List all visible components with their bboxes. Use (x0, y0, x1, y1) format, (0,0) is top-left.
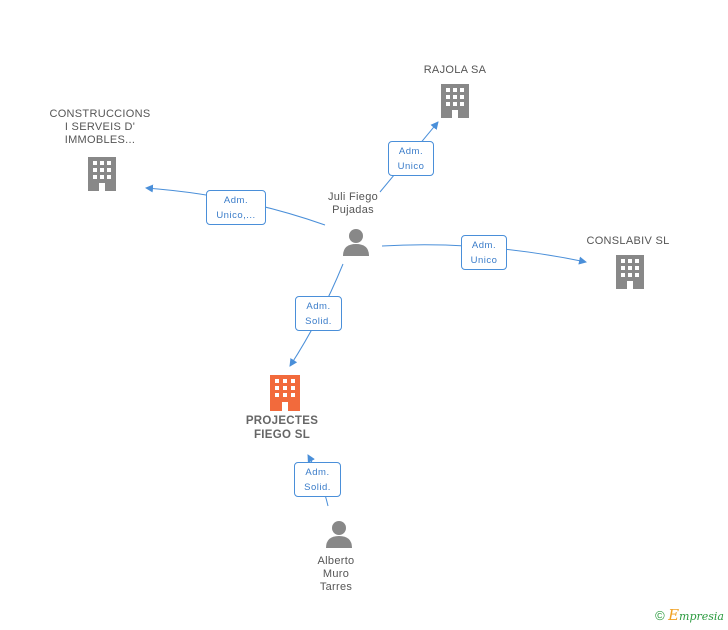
company-name-line: CONSTRUCCIONS (49, 108, 151, 120)
company-name: RAJOLA SA (423, 64, 487, 76)
person-label-alberto[interactable]: Alberto Muro Tarres (276, 555, 396, 594)
role-text: Unico,... (216, 210, 256, 221)
role-text: Unico (470, 255, 498, 266)
person-label-juli[interactable]: Juli Fiego Pujadas (293, 191, 413, 217)
person-name-line: Muro (322, 568, 350, 580)
role-text: Adm. (398, 146, 424, 157)
person-name-line: Alberto (317, 555, 355, 567)
company-name-line: I SERVEIS D' (64, 121, 136, 133)
role-text: Solid. (304, 482, 331, 493)
brand-logo-initial: E (668, 606, 680, 624)
company-label-projectes[interactable]: PROJECTES FIEGO SL (222, 414, 342, 442)
company-label-conslabiv[interactable]: CONSLABIV SL (568, 235, 688, 248)
person-icon-alberto (326, 521, 352, 548)
building-icon-rajola (441, 84, 469, 118)
edge-label-juli-conslabiv[interactable]: Adm. Unico (461, 235, 507, 270)
edge-label-juli-rajola[interactable]: Adm. Unico (388, 141, 434, 176)
building-icon-construccions (88, 157, 116, 191)
role-text: Adm. (306, 301, 331, 312)
edge-label-juli-construccions[interactable]: Adm. Unico,... (206, 190, 266, 225)
company-name: CONSLABIV SL (586, 235, 670, 247)
role-text: Adm. (305, 467, 330, 478)
person-name-line: Tarres (319, 581, 353, 593)
edge-label-juli-projectes[interactable]: Adm. Solid. (295, 296, 342, 331)
company-name-line: PROJECTES (245, 415, 319, 427)
role-text: Solid. (305, 316, 332, 327)
edge-label-alberto-projectes[interactable]: Adm. Solid. (294, 462, 341, 497)
company-name-line: FIEGO SL (253, 429, 311, 441)
role-text: Adm. (223, 195, 249, 206)
person-icon-juli (343, 229, 369, 256)
brand-logo-text: mpresia (679, 610, 724, 623)
building-icon-conslabiv (616, 255, 644, 289)
role-text: Unico (397, 161, 425, 172)
company-label-rajola[interactable]: RAJOLA SA (395, 64, 515, 77)
brand-footer[interactable]: © Empresia (655, 606, 724, 624)
person-name-line: Pujadas (332, 204, 374, 216)
person-name-line: Juli Fiego (327, 191, 379, 203)
building-icon-projectes (270, 375, 300, 411)
company-name-line: IMMOBLES... (64, 134, 136, 146)
company-label-construccions[interactable]: CONSTRUCCIONS I SERVEIS D' IMMOBLES... (40, 108, 160, 147)
role-text: Adm. (471, 240, 497, 251)
copyright-icon: © (655, 608, 665, 623)
